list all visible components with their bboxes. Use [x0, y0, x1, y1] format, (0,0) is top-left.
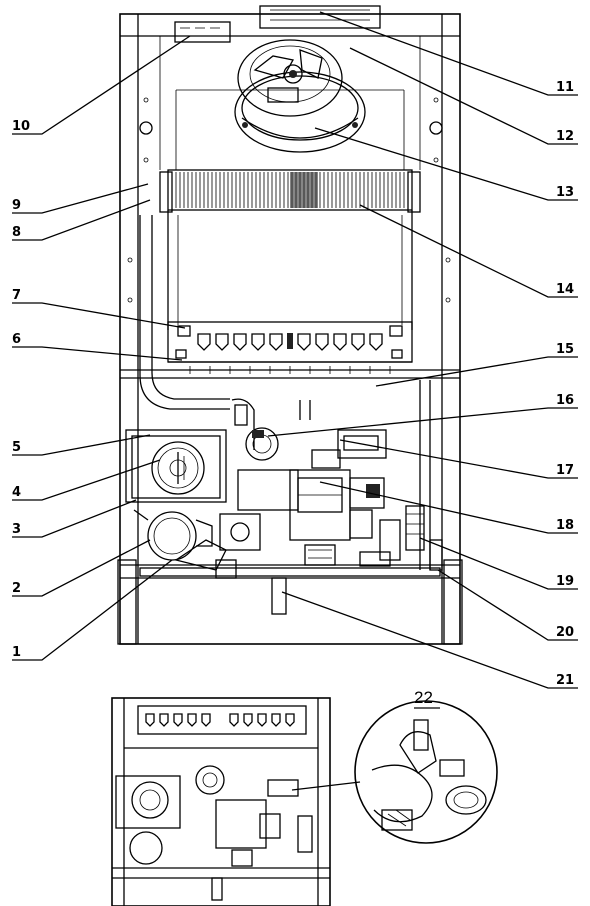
callout-15: 15	[556, 342, 574, 357]
leader-11	[319, 11, 578, 96]
leader-7	[12, 302, 186, 329]
fan-assembly	[234, 39, 366, 153]
callout-21: 21	[556, 673, 574, 688]
top-gear-assembly	[174, 5, 381, 43]
leader-16	[267, 407, 578, 437]
pump	[133, 509, 261, 571]
callout-22: 22	[414, 688, 433, 707]
piping	[139, 215, 431, 570]
leader-10	[12, 35, 191, 135]
callout-7: 7	[12, 288, 21, 303]
callout-9: 9	[12, 198, 21, 213]
callout-18: 18	[556, 518, 574, 533]
leader-lines	[12, 11, 578, 689]
callout-5: 5	[12, 440, 21, 455]
detail-boiler-view	[111, 697, 361, 906]
leader-14	[359, 204, 578, 298]
callout-8: 8	[12, 225, 21, 240]
leader-6	[12, 346, 183, 361]
callout-13: 13	[556, 185, 574, 200]
callout-12: 12	[556, 129, 574, 144]
leader-5	[12, 434, 151, 456]
leader-17	[339, 439, 578, 479]
callout-10: 10	[12, 119, 30, 134]
callout-20: 20	[556, 625, 574, 640]
leader-18	[319, 481, 578, 534]
expansion-vessel	[125, 429, 227, 503]
main-boiler-view: 1 2 3 4 5 6 7 8 9 10 11 12 13 14 15 16 1…	[12, 5, 578, 689]
leader-3	[12, 499, 137, 538]
callout-17: 17	[556, 463, 574, 478]
callout-16: 16	[556, 393, 574, 408]
leader-12	[349, 47, 578, 145]
heat-exchanger	[159, 169, 421, 330]
bottom-connections	[120, 551, 460, 615]
diverter-valve	[237, 427, 341, 511]
leader-8	[12, 199, 151, 241]
leader-4	[12, 459, 161, 501]
leader-9	[12, 183, 149, 214]
leader-15	[375, 356, 578, 387]
magnified-detail: 22	[354, 688, 498, 844]
control-box	[337, 429, 443, 571]
leader-21	[281, 591, 578, 689]
callout-1: 1	[12, 645, 21, 660]
callout-6: 6	[12, 332, 21, 347]
callout-labels: 1 2 3 4 5 6 7 8 9 10 11 12 13 14 15 16 1…	[12, 80, 574, 688]
burner-assembly	[167, 321, 413, 374]
leader-19	[419, 537, 578, 590]
leader-2	[12, 539, 151, 597]
callout-11: 11	[556, 80, 574, 95]
leader-1	[12, 559, 173, 661]
callout-4: 4	[12, 485, 21, 500]
leader-20	[437, 569, 578, 641]
leader-13	[314, 127, 578, 201]
callout-2: 2	[12, 581, 21, 596]
callout-14: 14	[556, 282, 574, 297]
callout-19: 19	[556, 574, 574, 589]
gas-valve	[289, 469, 351, 566]
callout-3: 3	[12, 522, 21, 537]
boiler-frame	[117, 13, 463, 645]
